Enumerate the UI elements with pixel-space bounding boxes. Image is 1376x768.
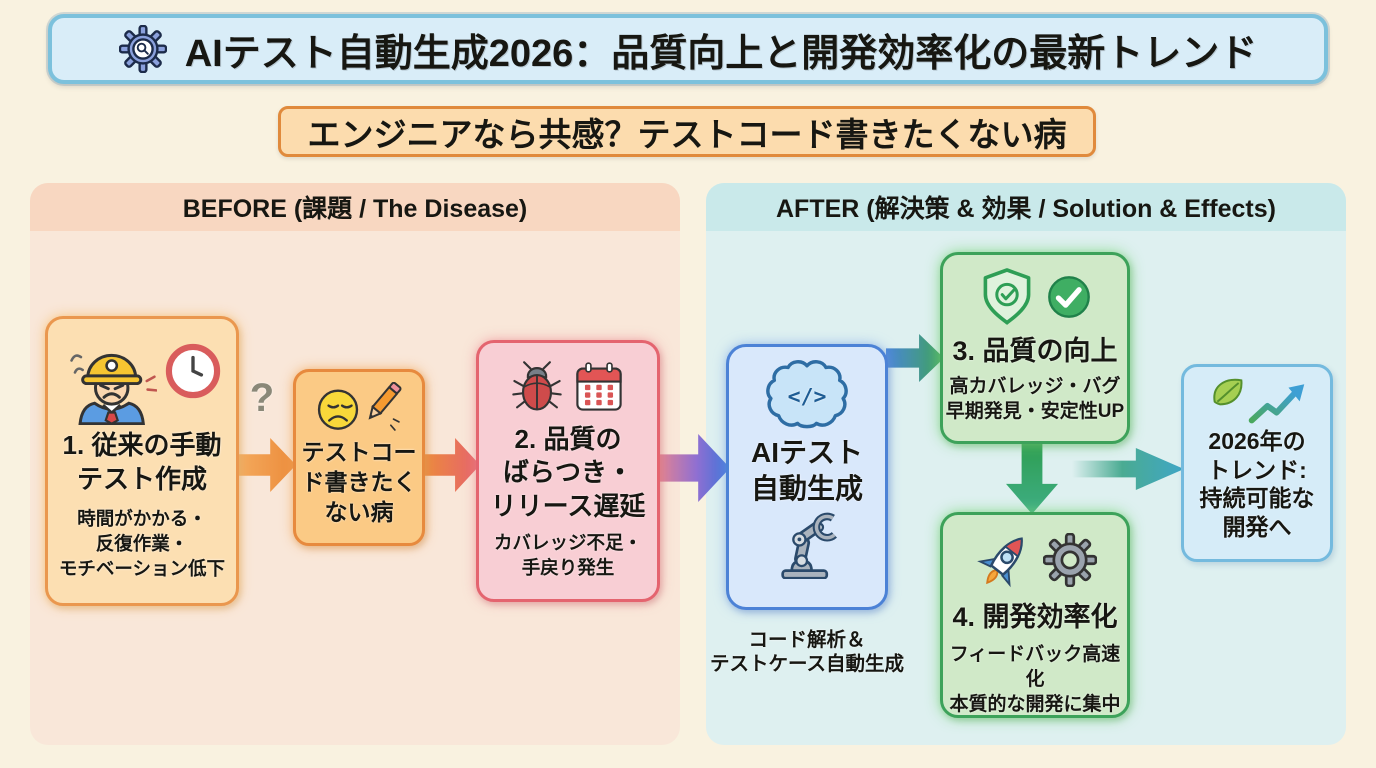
rocket-icon xyxy=(973,529,1035,591)
bug-icon xyxy=(510,359,564,417)
node-quality-up: 3. 品質の向上 高カバレッジ・バグ 早期発見・安定性UP xyxy=(940,252,1130,444)
check-circle-icon xyxy=(1045,273,1093,321)
svg-text:</>: </> xyxy=(788,385,827,410)
clock-icon xyxy=(165,343,221,399)
leaf-icon xyxy=(1208,375,1248,415)
frustrated-worker-icon xyxy=(63,337,157,425)
node-disease: テストコー ド書きたく ない病 xyxy=(293,369,425,546)
node-manual-test-subtitle: 時間がかかる・ 反復作業・ モチベーション低下 xyxy=(58,507,226,579)
node-dev-efficiency-subtitle: フィードバック高速化 本質的な開発に集中 xyxy=(949,644,1121,716)
node-disease-icons xyxy=(315,382,403,436)
title-bar: AIテスト自動生成2026：品質向上と開発効率化の最新トレンド xyxy=(48,14,1328,84)
sad-face-icon xyxy=(315,382,403,436)
node-quality-up-icons xyxy=(977,267,1093,327)
after-panel-header: AFTER (解決策 & 効果 / Solution & Effects) xyxy=(706,183,1346,231)
node-trend-2026-icons xyxy=(1208,375,1306,427)
node-dev-efficiency-icons xyxy=(973,529,1097,591)
node-trend-2026-title: 2026年の トレンド: 持続可能な 開発へ xyxy=(1199,428,1315,540)
node-quality-issues-icons xyxy=(510,359,626,417)
robot-arm-icon xyxy=(768,509,846,579)
pencil-icon xyxy=(368,382,402,420)
subtitle-text: エンジニアなら共感？テストコード書きたくない病 xyxy=(307,115,1067,153)
node-ai-test-title: AIテスト 自動生成 xyxy=(750,437,863,504)
node-quality-issues-subtitle: カバレッジ不足・ 手戻り発生 xyxy=(493,531,642,578)
node-trend-2026: 2026年の トレンド: 持続可能な 開発へ xyxy=(1181,364,1333,562)
node-ai-test: </> AIテスト 自動生成 xyxy=(726,344,888,610)
calendar-icon xyxy=(572,361,626,415)
before-panel-header: BEFORE (課題 / The Disease) xyxy=(30,183,680,231)
gear-icon xyxy=(1043,533,1097,587)
node-manual-test-icons xyxy=(63,337,221,425)
ai-test-caption: コード解析＆ テストケース自動生成 xyxy=(709,629,905,676)
gear-search-icon xyxy=(118,25,167,73)
node-disease-title: テストコー ド書きたく ない病 xyxy=(301,439,417,525)
node-dev-efficiency: 4. 開発効率化 フィードバック高速化 本質的な開発に集中 xyxy=(940,512,1130,718)
node-dev-efficiency-title: 4. 開発効率化 xyxy=(952,602,1118,632)
question-mark: ? xyxy=(249,376,275,420)
page-title: AIテスト自動生成2026：品質向上と開発効率化の最新トレンド xyxy=(184,32,1258,75)
trend-up-icon xyxy=(1246,381,1306,427)
node-quality-issues: 2. 品質の ばらつき・ リリース遅延 カバレッジ不足・ 手戻り発生 xyxy=(476,340,660,602)
brain-code-icon: </> xyxy=(764,357,850,433)
node-manual-test-title: 1. 従来の手動 テスト作成 xyxy=(62,430,222,494)
node-manual-test: 1. 従来の手動 テスト作成 時間がかかる・ 反復作業・ モチベーション低下 xyxy=(45,316,239,606)
subtitle-banner: エンジニアなら共感？テストコード書きたくない病 xyxy=(278,106,1096,157)
node-quality-up-title: 3. 品質の向上 xyxy=(952,336,1118,366)
node-quality-issues-title: 2. 品質の ばらつき・ リリース遅延 xyxy=(490,424,646,521)
shield-check-icon xyxy=(977,267,1037,327)
node-quality-up-subtitle: 高カバレッジ・バグ 早期発見・安定性UP xyxy=(945,376,1125,423)
